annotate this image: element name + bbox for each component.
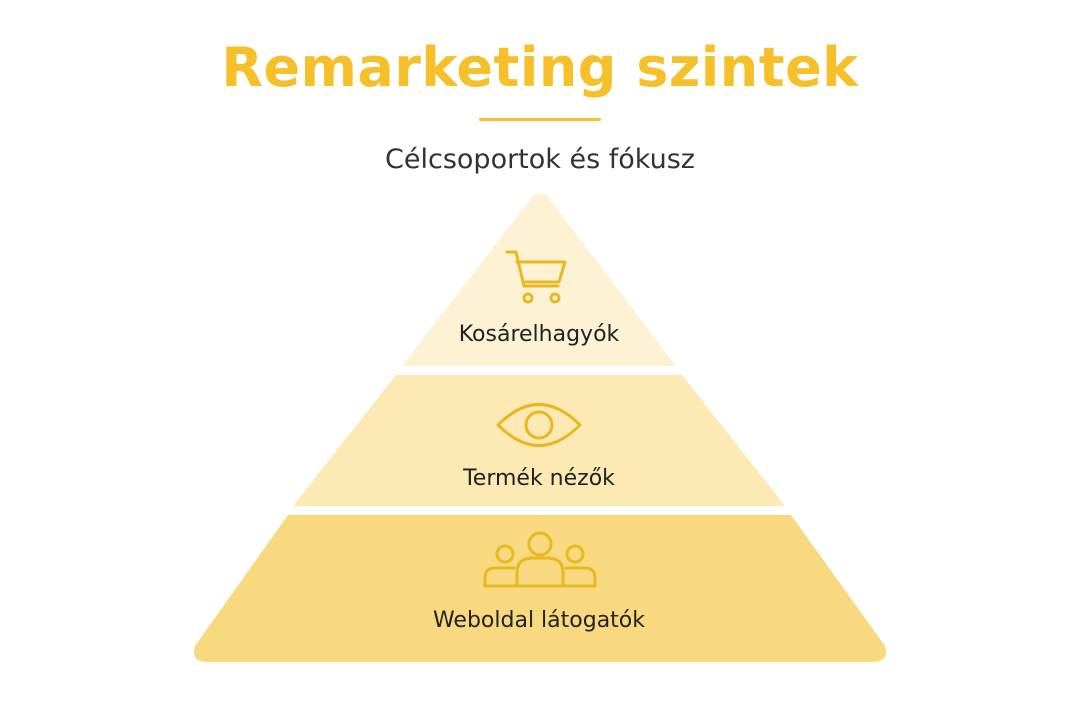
pyramid-level-middle-label: Termék nézők bbox=[462, 466, 615, 491]
pyramid-level-bottom-shape bbox=[193, 515, 887, 662]
pyramid-level-bottom: Weboldal látogatók bbox=[193, 515, 887, 662]
pyramid-level-bottom-label: Weboldal látogatók bbox=[433, 608, 645, 633]
page-subtitle: Célcsoportok és fókusz bbox=[385, 144, 695, 175]
title-divider bbox=[479, 118, 601, 121]
eye-icon bbox=[496, 403, 582, 447]
pyramid-level-middle: Termék nézők bbox=[293, 375, 785, 506]
pyramid-level-middle-shape bbox=[293, 375, 785, 506]
pyramid-level-top-shape bbox=[402, 193, 676, 366]
page-title: Remarketing szintek bbox=[221, 36, 859, 99]
shopping-cart-icon bbox=[505, 250, 567, 304]
people-group-icon bbox=[483, 531, 597, 588]
pyramid-level-top-label: Kosárelhagyók bbox=[459, 322, 620, 347]
pyramid-level-top: Kosárelhagyók bbox=[402, 193, 676, 366]
